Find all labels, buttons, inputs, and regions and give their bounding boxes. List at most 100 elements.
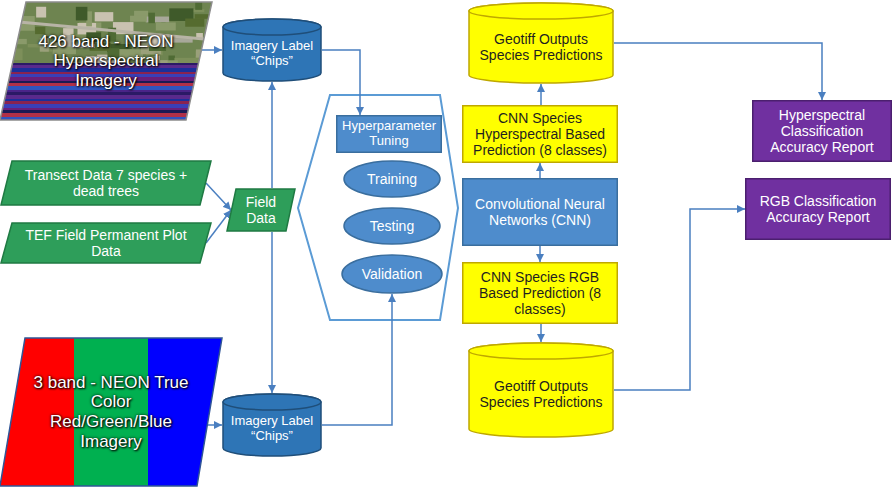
input-data: Transect Data 7 species + dead trees — [0, 160, 212, 206]
text-area: Imagery Label “Chips” — [222, 393, 322, 457]
flow-arrow — [206, 183, 231, 210]
aerial-patch — [36, 7, 46, 18]
model-box: Convolutional Neural Networks (CNN) — [462, 178, 618, 246]
flow-arrow — [207, 424, 222, 426]
input-data: TEF Field Permanent Plot Data — [0, 222, 212, 264]
image-outline — [0, 338, 222, 486]
image-outline — [0, 2, 212, 120]
aerial-patch — [195, 2, 202, 10]
box-outline — [463, 179, 618, 246]
node-text: Imagery Label “Chips” — [227, 39, 317, 69]
text-area: RGB Classification Accuracy Report — [745, 178, 891, 240]
node-text: Hyperspectral Classification Accuracy Re… — [758, 107, 886, 155]
text-area: 426 band - NEON Hyperspectral Imagery — [0, 2, 212, 120]
text-area: Hyperspectral Classification Accuracy Re… — [752, 100, 892, 162]
spectral-band — [0, 99, 212, 101]
spectral-band — [0, 90, 212, 92]
node-text: 3 band - NEON True Color Red/Green/Blue … — [32, 373, 190, 451]
aerial-patch — [195, 14, 213, 19]
image-content — [0, 2, 224, 122]
cylinder-body — [223, 394, 321, 456]
text-area: Imagery Label “Chips” — [222, 18, 322, 82]
node-text: Hyperparameter Tuning — [339, 119, 439, 149]
report-box: Hyperspectral Classification Accuracy Re… — [752, 100, 892, 162]
node-text: Training — [367, 171, 417, 187]
node-text: Imagery Label “Chips” — [227, 414, 317, 444]
cylinder-top — [223, 19, 321, 35]
model-workflow-hexagon — [298, 95, 458, 320]
spectral-band — [0, 104, 212, 108]
node-text: CNN Species Hyperspectral Based Predicti… — [467, 110, 613, 158]
flow-arrow — [322, 294, 392, 425]
box-outline — [753, 101, 892, 162]
aerial-patch — [8, 10, 14, 14]
input-data: Field Data — [226, 188, 296, 232]
node-text: TEF Field Permanent Plot Data — [18, 227, 194, 259]
text-area: CNN Species Hyperspectral Based Predicti… — [462, 105, 618, 163]
data-store: Imagery Label “Chips” — [222, 18, 322, 82]
aerial-patch — [210, 29, 225, 43]
parallelogram-outline — [227, 189, 295, 231]
spectral-band — [0, 92, 212, 95]
cylinder-body — [469, 3, 613, 83]
flow-arrow — [614, 43, 822, 100]
spectral-band — [0, 113, 212, 117]
node-text: Validation — [362, 266, 422, 282]
text-area: Testing — [343, 207, 441, 245]
output-store: Geotiff Outputs Species Predictions — [468, 2, 614, 84]
aerial-patch — [130, 16, 147, 22]
process-ellipse: Testing — [343, 207, 441, 245]
text-area: Validation — [341, 254, 443, 294]
aerial-patch — [2, 39, 27, 44]
flow-arrow — [539, 246, 541, 262]
aerial-patch — [205, 36, 224, 42]
parallelogram-outline — [1, 223, 211, 263]
node-text: Field Data — [238, 194, 284, 226]
flow-arrow — [322, 50, 360, 115]
prediction-box: CNN Species Hyperspectral Based Predicti… — [462, 105, 618, 163]
spectral-band — [0, 95, 212, 99]
aerial-patch — [0, 40, 9, 52]
process-ellipse: Validation — [341, 254, 443, 294]
node-text: Convolutional Neural Networks (CNN) — [468, 196, 612, 228]
text-area: TEF Field Permanent Plot Data — [0, 222, 212, 264]
cylinder-top — [223, 394, 321, 410]
node-text: Testing — [370, 218, 414, 234]
text-area: Geotiff Outputs Species Predictions — [468, 2, 614, 84]
cylinder-top — [469, 343, 613, 359]
text-area: Hyperparameter Tuning — [336, 115, 442, 153]
node-text: Geotiff Outputs Species Predictions — [473, 378, 609, 410]
box-outline — [463, 106, 618, 163]
image-content — [0, 338, 223, 486]
box-outline — [463, 263, 618, 324]
flow-arrow — [201, 49, 222, 51]
text-area: Geotiff Outputs Species Predictions — [468, 342, 614, 438]
flow-arrow — [539, 163, 541, 178]
aerial-patch — [76, 7, 88, 21]
aerial-patch — [95, 12, 114, 21]
flow-arrow — [540, 324, 542, 342]
spectral-band — [0, 110, 212, 113]
node-text: Geotiff Outputs Species Predictions — [473, 31, 609, 63]
text-area: CNN Species RGB Based Prediction (8 clas… — [462, 262, 618, 324]
prediction-box: CNN Species RGB Based Prediction (8 clas… — [462, 262, 618, 324]
hyperspectral-image: 426 band - NEON Hyperspectral Imagery — [0, 2, 212, 120]
text-area: 3 band - NEON True Color Red/Green/Blue … — [0, 338, 222, 486]
parallelogram-outline — [1, 161, 211, 205]
text-area: Training — [343, 160, 441, 198]
node-text: CNN Species RGB Based Prediction (8 clas… — [467, 269, 613, 317]
text-area: Field Data — [226, 188, 296, 232]
text-area: Transect Data 7 species + dead trees — [0, 160, 212, 206]
aerial-patch — [204, 51, 223, 61]
spectral-band — [0, 108, 212, 110]
node-text: Transect Data 7 species + dead trees — [18, 167, 194, 199]
node-text: 426 band - NEON Hyperspectral Imagery — [30, 32, 182, 91]
node-text: RGB Classification Accuracy Report — [751, 193, 885, 225]
report-box: RGB Classification Accuracy Report — [745, 178, 891, 240]
rgb-image: 3 band - NEON True Color Red/Green/Blue … — [0, 338, 222, 486]
aerial-patch — [148, 13, 155, 24]
flow-arrow — [540, 84, 542, 105]
output-store: Geotiff Outputs Species Predictions — [468, 342, 614, 438]
flow-arrow — [614, 209, 745, 390]
